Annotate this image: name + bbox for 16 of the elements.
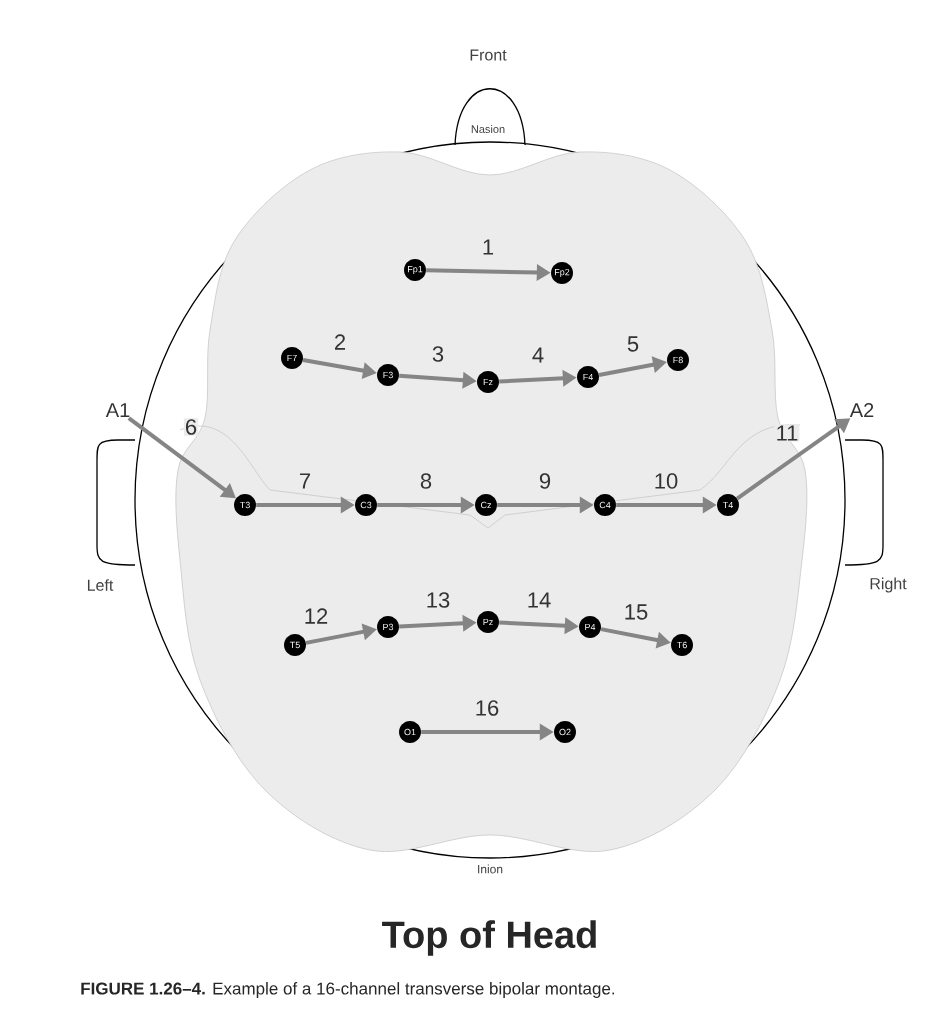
landmark-label: Inion	[478, 864, 503, 874]
electrode-label: A1	[105, 403, 130, 417]
caption: FIGURE 1.26–4. Example of a 16-channel transverse bipolar montage.	[81, 982, 615, 998]
channel-number: 15	[622, 603, 650, 621]
side-label: Right	[870, 577, 907, 593]
landmark-label: Nasion	[471, 124, 505, 134]
electrode-label: A2	[849, 403, 874, 417]
side-label: Left	[88, 579, 114, 591]
title: Top of Head	[382, 920, 596, 956]
channel-number: 11	[774, 424, 800, 442]
channel-number: 10	[652, 472, 680, 490]
channel-number: 14	[525, 591, 553, 609]
channel-number: 13	[424, 591, 452, 609]
front-label: Front	[470, 49, 507, 61]
channel-number: 12	[302, 607, 330, 625]
channel-number: 16	[473, 699, 501, 717]
